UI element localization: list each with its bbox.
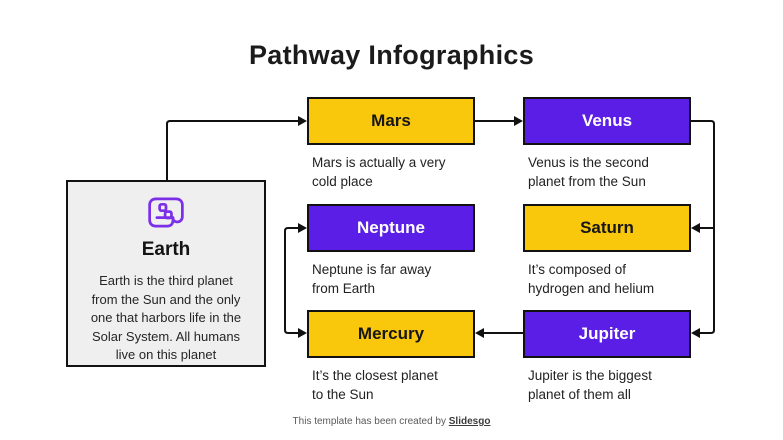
connector-left-rail bbox=[284, 227, 300, 334]
page-title: Pathway Infographics bbox=[248, 40, 535, 70]
arrowhead-into-mercury-right bbox=[475, 328, 484, 338]
node-neptune: Neptune bbox=[307, 204, 475, 252]
node-mars-label: Mars bbox=[371, 111, 411, 130]
node-venus-label: Venus bbox=[581, 111, 633, 130]
arrowhead-into-saturn bbox=[691, 223, 700, 233]
caption-venus: Venus is the second planet from the Sun bbox=[528, 155, 649, 189]
arrowhead-into-venus bbox=[514, 116, 523, 126]
footer-credit: This template has been created by Slides… bbox=[0, 416, 783, 427]
node-saturn-label: Saturn bbox=[580, 218, 634, 237]
caption-jupiter: Jupiter is the biggest planet of them al… bbox=[528, 368, 652, 402]
footer-credit-text: This template has been created by bbox=[292, 416, 449, 427]
node-jupiter: Jupiter bbox=[523, 310, 691, 358]
caption-saturn: It’s composed of hydrogen and helium bbox=[528, 262, 655, 296]
arrowhead-into-mars bbox=[298, 116, 307, 126]
node-mars: Mars bbox=[307, 97, 475, 145]
caption-mercury: It’s the closest planet to the Sun bbox=[312, 368, 438, 402]
node-venus: Venus bbox=[523, 97, 691, 145]
caption-mars: Mars is actually a very cold place bbox=[312, 155, 446, 189]
node-mercury: Mercury bbox=[307, 310, 475, 358]
earth-card: Earth Earth is the third planet from the… bbox=[66, 180, 266, 367]
earth-title: Earth bbox=[141, 239, 191, 260]
slidesgo-link[interactable]: Slidesgo bbox=[448, 416, 491, 427]
node-neptune-label: Neptune bbox=[357, 218, 425, 237]
map-scroll-icon bbox=[148, 197, 184, 228]
arrowhead-into-jupiter bbox=[691, 328, 700, 338]
caption-neptune: Neptune is far away from Earth bbox=[312, 262, 432, 296]
earth-description: Earth is the third planet from the Sun a… bbox=[90, 273, 242, 362]
connector-earth-to-mars bbox=[166, 120, 300, 180]
arrowhead-into-mercury-left bbox=[298, 328, 307, 338]
arrowhead-into-neptune bbox=[298, 223, 307, 233]
node-saturn: Saturn bbox=[523, 204, 691, 252]
node-jupiter-label: Jupiter bbox=[578, 324, 636, 343]
node-mercury-label: Mercury bbox=[357, 324, 425, 343]
